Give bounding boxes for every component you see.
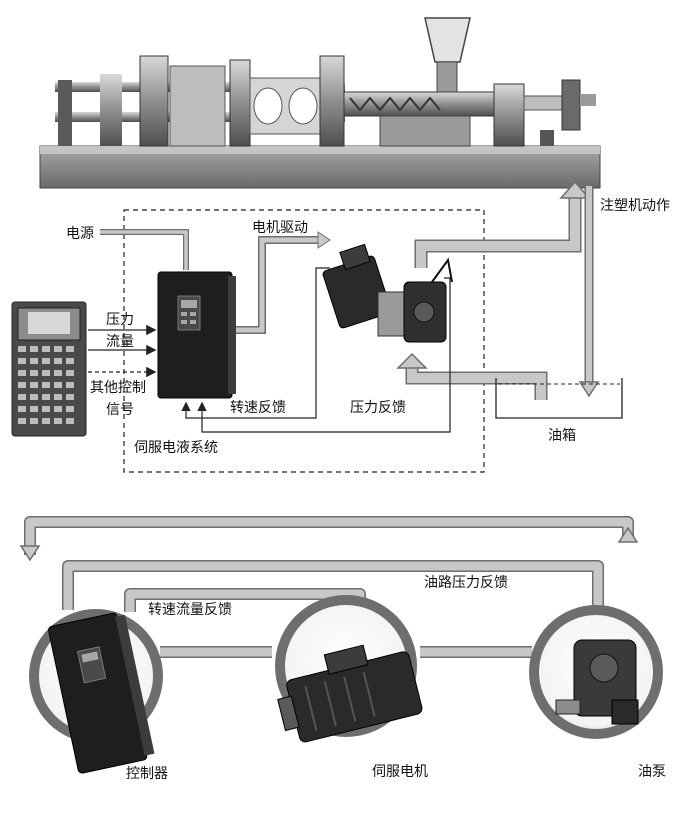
servo-system-boundary	[123, 209, 485, 473]
oil-pump-device-shaft	[555, 699, 581, 715]
drive-nut	[580, 94, 596, 106]
clamp-plate-rear	[100, 74, 122, 146]
oil-pressure-loop	[63, 561, 603, 610]
oil-pump-device-base	[611, 699, 639, 725]
other-control-label: 其他控制	[90, 380, 146, 396]
servo-motor-device-connector	[323, 644, 369, 675]
mold-cavity-right	[288, 87, 318, 125]
motor-drive-line-edge	[232, 236, 322, 334]
controller-body	[157, 271, 233, 399]
support-post	[540, 130, 554, 146]
outer-loop-arrow-up	[617, 526, 639, 543]
injection-carriage	[379, 115, 471, 147]
machine-action-label: 注塑机动作	[600, 198, 670, 214]
controller-key-4	[190, 320, 196, 324]
controller-device-side	[115, 614, 155, 756]
pipe-to-machine	[416, 196, 580, 268]
servo-controller	[157, 271, 236, 399]
clamp-end-left	[58, 80, 72, 146]
controller-key-1	[181, 312, 187, 316]
suction-pipe-arrow	[396, 352, 428, 369]
panel-screen-inner	[28, 312, 70, 334]
signal-label: 信号	[106, 402, 134, 418]
pressure-feedback-line	[197, 277, 451, 433]
speed-feedback-label: 转速反馈	[230, 400, 286, 416]
oil-pump-device-port	[589, 653, 619, 683]
controller-side	[228, 276, 236, 394]
injection-drive	[493, 83, 525, 147]
controller-key-2	[190, 312, 196, 316]
oil-tank-label: 油箱	[548, 428, 576, 444]
power-line	[100, 230, 188, 270]
pressure-feedback-label: 压力反馈	[350, 400, 406, 416]
servo-motor-label: 伺服电机	[372, 764, 428, 780]
moving-platen	[139, 55, 169, 147]
outer-loop-edge	[24, 516, 634, 555]
pump-port	[413, 301, 435, 323]
drive-shaft	[523, 95, 565, 111]
controller-label: 控制器	[126, 766, 168, 782]
outer-loop-arrow-down	[19, 545, 41, 562]
mold-cavity-left	[253, 87, 283, 125]
oil-pump-label: 油泵	[638, 764, 666, 780]
suction-pipe	[407, 362, 546, 400]
panel-keys	[18, 346, 74, 424]
hopper	[424, 17, 471, 63]
servo-motor-device-flange	[277, 695, 300, 732]
operator-panel	[11, 301, 87, 437]
controller-display	[181, 300, 197, 308]
controller-device-display	[81, 651, 99, 663]
drive-end-cap	[561, 79, 581, 131]
motor-drive-arrow	[317, 231, 331, 249]
servo-motor-connector	[339, 243, 371, 271]
motor-drive-label: 电机驱动	[252, 220, 308, 236]
flow-label: 流量	[106, 334, 134, 350]
fixed-platen	[319, 55, 345, 147]
platen-middle	[229, 59, 251, 147]
oil-tank	[495, 378, 623, 419]
power-label: 电源	[66, 226, 94, 242]
machine-base-top	[40, 146, 600, 154]
pump-cable	[431, 257, 453, 283]
controller-key-3	[181, 320, 187, 324]
oil-pressure-feedback-label: 油路压力反馈	[424, 575, 508, 591]
screw	[349, 96, 441, 112]
pressure-label: 压力	[106, 312, 134, 328]
servo-system-label: 伺服电液系统	[134, 440, 218, 456]
pipe-to-machine-edge	[414, 196, 582, 268]
action-return-arrow	[578, 381, 600, 398]
speed-feedback-line	[181, 267, 330, 419]
barrel	[343, 91, 495, 117]
servo-motor-device	[277, 644, 423, 743]
power-line-edge	[100, 229, 189, 270]
motor-drive-line	[232, 237, 322, 333]
oil-pump-device	[555, 639, 639, 725]
speed-flow-feedback-label: 转速流量反馈	[148, 602, 232, 618]
injection-molding-machine	[39, 17, 601, 189]
servo-motor-pump	[322, 243, 453, 343]
pipe-to-machine-arrow	[559, 180, 591, 199]
controller-device	[48, 612, 155, 774]
toggle-mechanism	[169, 65, 226, 147]
hopper-throat	[436, 61, 458, 93]
